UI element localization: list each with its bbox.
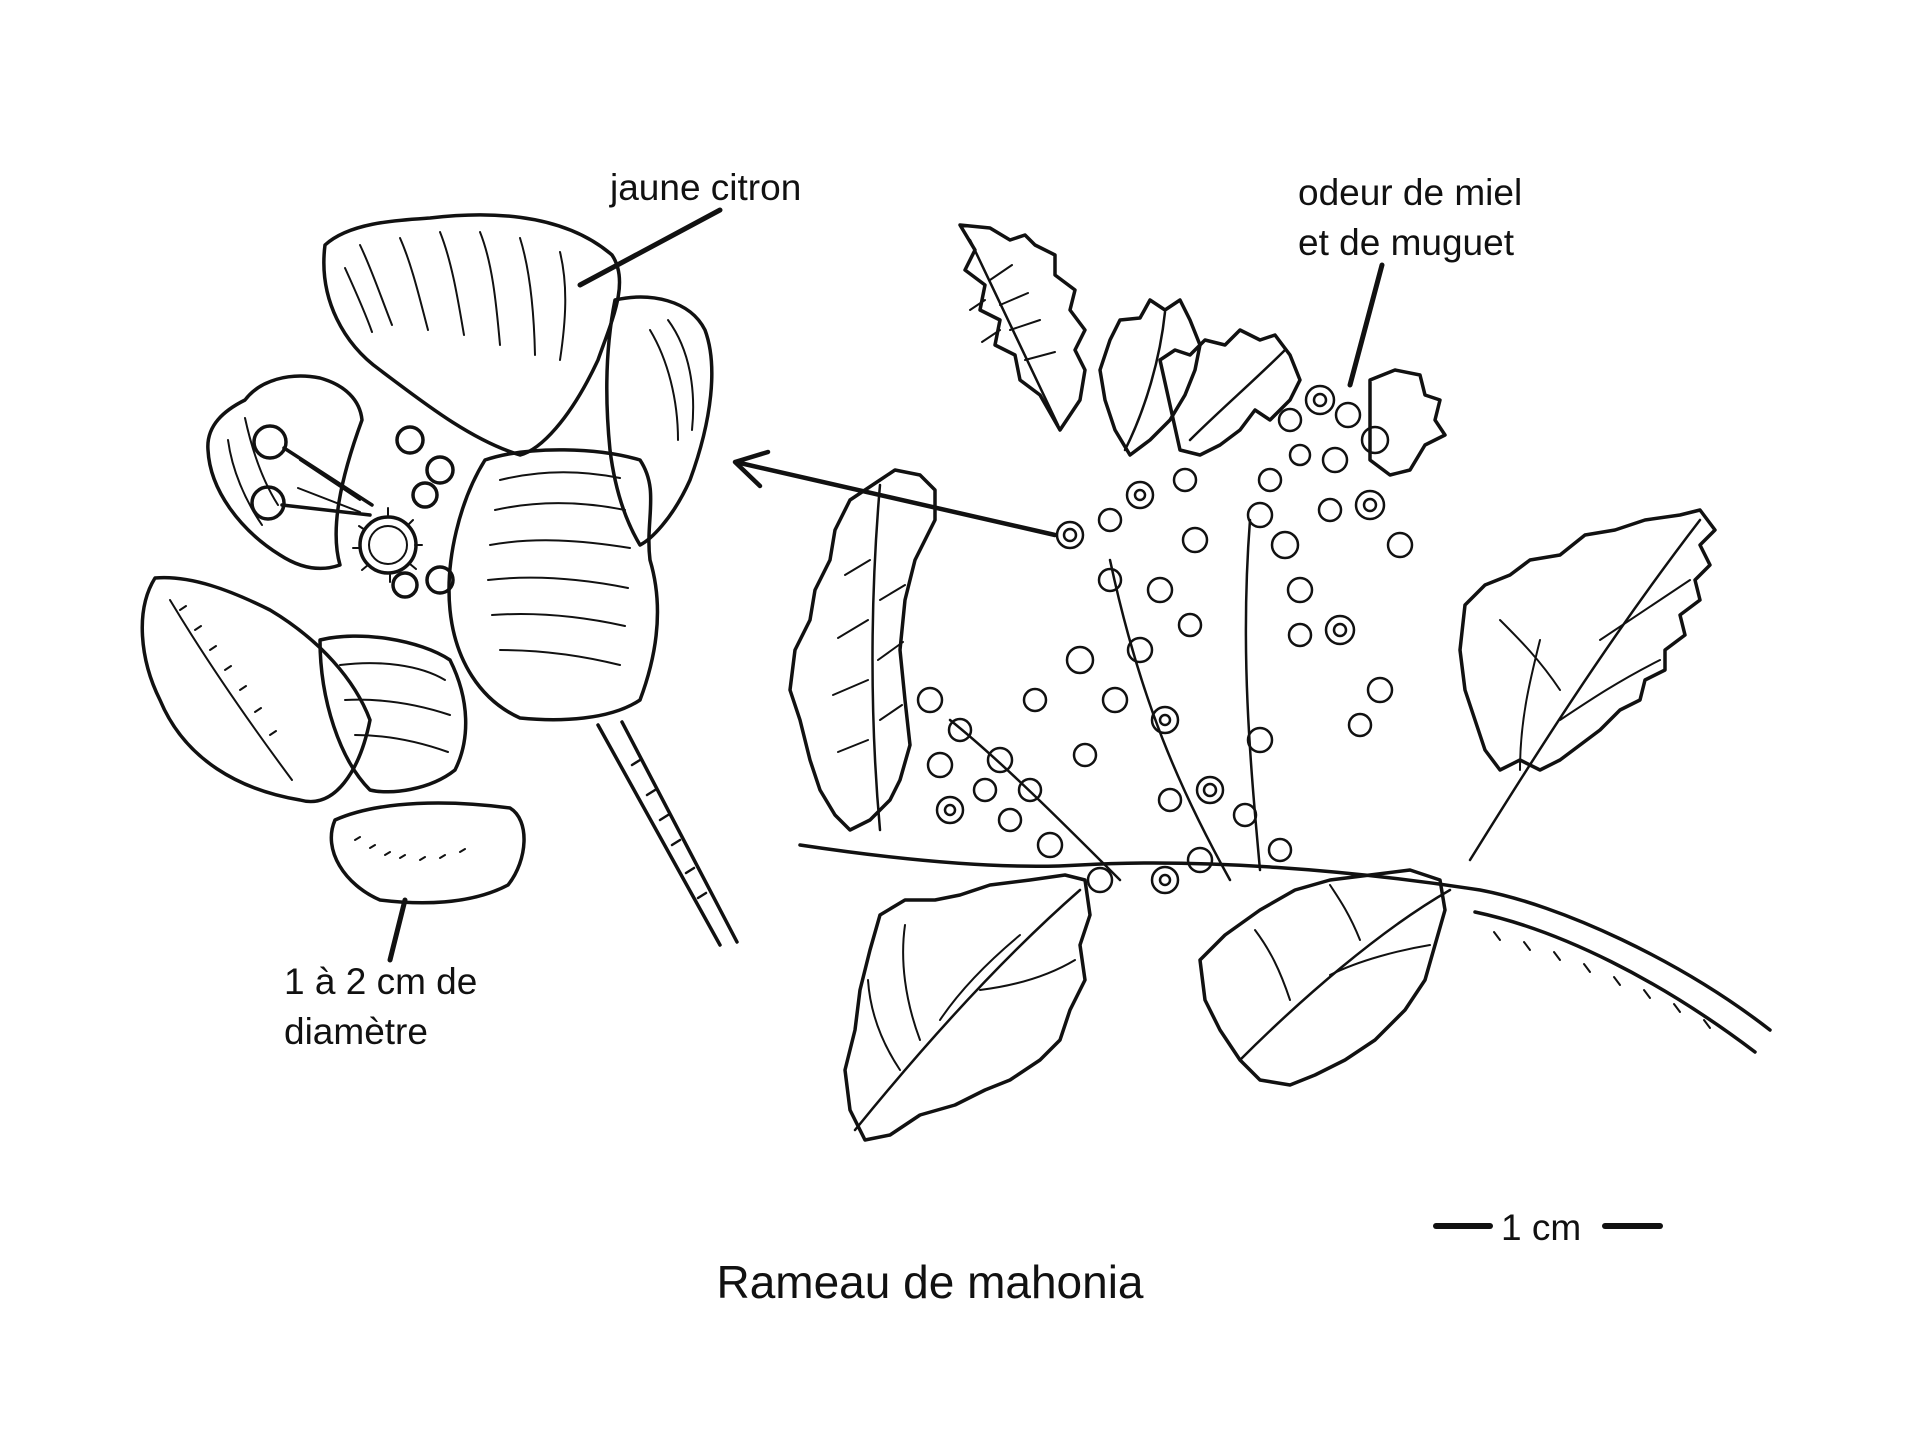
branch-drawing (788, 223, 1772, 1142)
main-stem (798, 843, 1772, 1032)
leaf-bottom-right (1198, 868, 1447, 1087)
label-diameter: 1 à 2 cm de diamètre (284, 957, 477, 1057)
scale-bar-label: 1 cm (1501, 1207, 1582, 1248)
leaf-bottom-left (843, 873, 1092, 1142)
label-scent-line2: et de muguet (1298, 222, 1514, 263)
flower-stem (596, 720, 739, 947)
label-scent: odeur de miel et de muguet (1298, 168, 1522, 268)
leaf-upper-middle (1098, 298, 1202, 457)
leaf-top-right (1158, 328, 1302, 457)
leaf-top-left (958, 223, 1087, 432)
figure-title: Rameau de mahonia (716, 1256, 1144, 1308)
flower-cluster (916, 384, 1414, 895)
lower-petal (318, 634, 468, 794)
right-petal (604, 295, 714, 547)
label-petal-color: jaune citron (610, 167, 802, 208)
bottom-sepal (329, 801, 526, 905)
leader-line-scent (1347, 262, 1385, 388)
leader-line-diameter (387, 897, 408, 963)
leaf-far-right-top (1368, 368, 1447, 477)
label-diameter-line2: diamètre (284, 1011, 428, 1052)
leader-line-petal-color (577, 207, 723, 288)
flower-detail-drawing (140, 213, 739, 947)
label-scent-line1: odeur de miel (1298, 172, 1523, 213)
left-petal (206, 374, 364, 571)
front-petal (447, 448, 660, 722)
magnification-arrow (732, 449, 1058, 538)
left-sepal (140, 575, 372, 804)
leaf-right (1458, 508, 1717, 772)
label-diameter-line1: 1 à 2 cm de (284, 961, 478, 1002)
top-petal (322, 213, 622, 457)
stamens (250, 424, 455, 599)
leaf-left (788, 468, 937, 832)
